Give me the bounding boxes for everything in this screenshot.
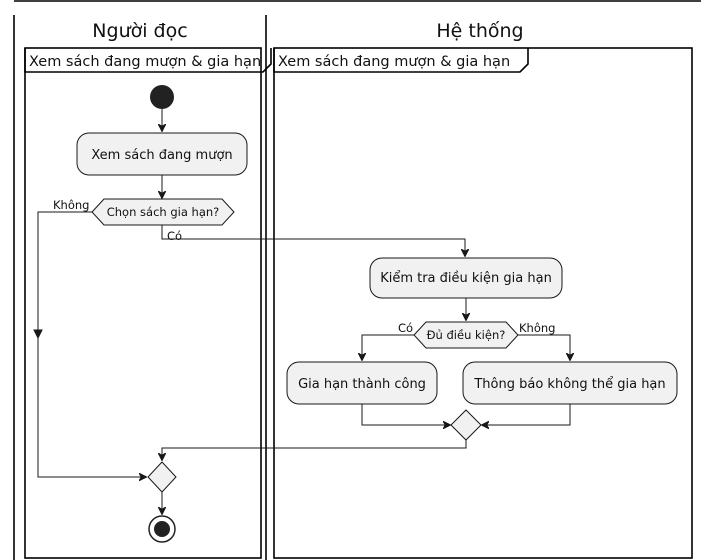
reader-frame (24, 47, 262, 559)
guard-cond-yes: Có (398, 321, 413, 335)
guard-choose-yes: Có (167, 229, 182, 243)
reader-frame-label: Xem sách đang mượn & gia hạn (29, 54, 261, 70)
edge-cond-yes (362, 334, 414, 360)
system-frame (273, 47, 693, 559)
edge-success-merge (361, 404, 450, 425)
lane-title-reader: Người đọc (92, 20, 187, 42)
edge-choose-yes (161, 225, 465, 256)
merge-system (450, 409, 482, 441)
system-frame-label: Xem sách đang mượn & gia hạn (278, 54, 510, 70)
edge-choose-no-midarrow (33, 329, 43, 340)
decision-choose-renew-label: Chọn sách gia hạn? (107, 205, 220, 219)
guard-cond-no: Không (519, 321, 555, 335)
edge-notify-merge (482, 404, 571, 425)
decision-enough-conditions-label: Đủ điều kiện? (427, 328, 506, 342)
edge-cond-no (518, 334, 570, 360)
guard-choose-no: Không (53, 198, 89, 212)
merge-reader (147, 461, 177, 493)
node-notify-cannot-renew-label: Thông báo không thể gia hạn (473, 377, 665, 392)
system-frame-tab (273, 48, 529, 73)
decision-choose-renew (91, 198, 235, 226)
reader-frame-tab (24, 48, 272, 73)
node-view-borrowed-label: Xem sách đang mượn (91, 148, 232, 163)
end-node-inner (154, 521, 170, 537)
edge-system-to-reader-merge (162, 440, 467, 460)
edge-choose-no (37, 211, 146, 477)
node-renew-success-label: Gia hạn thành công (298, 377, 426, 392)
start-node (150, 85, 174, 109)
lane-title-system: Hệ thống (436, 20, 523, 42)
node-check-conditions-label: Kiểm tra điều kiện gia hạn (380, 271, 552, 286)
